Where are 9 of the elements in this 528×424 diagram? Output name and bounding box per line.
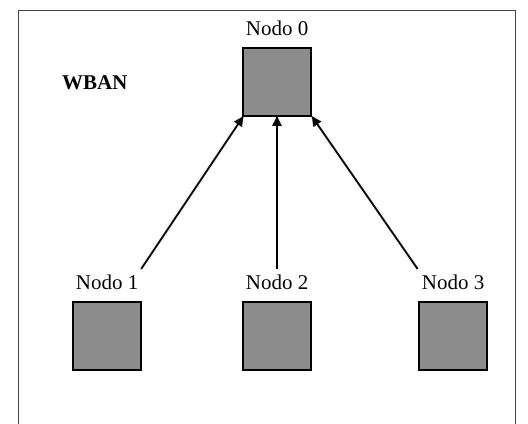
network-frame: [18, 10, 516, 424]
arrow: [272, 116, 282, 269]
network-title: WBAN: [62, 69, 128, 96]
node-label: Nodo 0: [246, 15, 308, 41]
node-label: Nodo 3: [422, 269, 484, 295]
node-label: Nodo 1: [76, 269, 138, 295]
arrow: [140, 116, 244, 270]
node-label: Nodo 2: [246, 269, 308, 295]
arrow: [312, 116, 418, 270]
